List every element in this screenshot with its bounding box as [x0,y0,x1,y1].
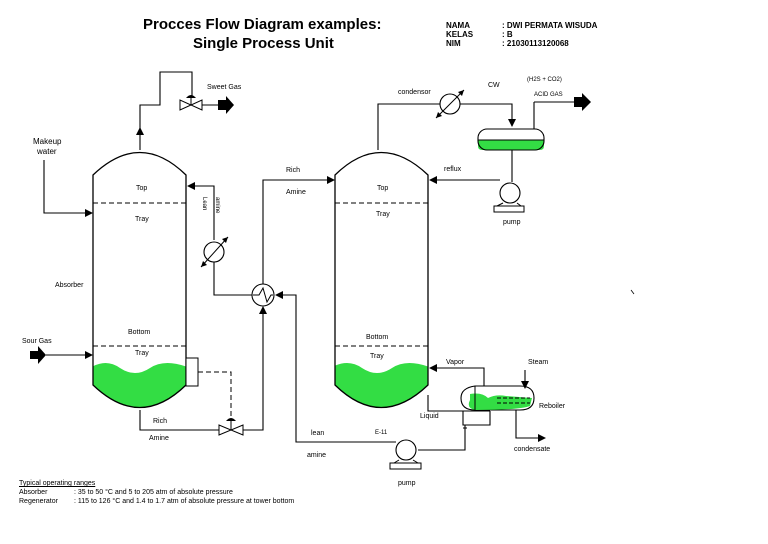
lean-bottoms-line [418,425,466,451]
lean-amine-return-line [190,185,252,296]
cw-label: CW [488,82,500,89]
condensate-to-drum-line [460,103,516,127]
reflux-pump-label: pump [503,219,521,226]
reboiler [460,385,535,411]
makeup-label-2: water [36,147,57,156]
stray-mark [630,289,635,295]
rich-top-label-1: Rich [286,167,300,174]
e11-label: E-11 [375,430,388,436]
absorber-tray-label: Tray [135,216,149,223]
nim-label: NIM [446,39,461,48]
reflux-drum [477,128,545,151]
lean-amine-pump [389,439,422,470]
reflux-label: reflux [444,166,462,173]
makeup-label-1: Makeup [33,137,62,146]
absorber-bottom-tray-label: Tray [135,350,149,357]
class-label: KELAS [446,30,474,39]
condensor-label: condensor [398,89,431,96]
absorber-range-value: : 35 to 50 °C and 5 to 205 atm of absolu… [74,489,233,496]
absorber-top-label: Top [136,185,147,192]
rich-amine-valve [218,418,244,436]
rich-top-label-2: Amine [286,189,306,196]
absorber-bottom-label: Bottom [128,329,150,336]
class-value: : B [502,30,513,39]
amine-label: amine [307,452,326,459]
absorber-label: Absorber [55,282,84,289]
rich-bottom-label-2: Amine [149,435,169,442]
nim-value: : 21030113120068 [502,39,569,48]
steam-label: Steam [528,359,548,366]
name-value: : DWI PERMATA WISUDA [502,21,598,30]
acid-gas-label: ACID GAS [534,92,563,98]
lean-amine-cooler [200,236,229,268]
regenerator-column [334,152,429,408]
absorber-range-label: Absorber [19,489,48,496]
sour-gas-arrow [30,346,46,364]
condensor [435,89,465,119]
vapor-return-line [429,364,485,386]
sweet-gas-arrow [218,96,234,114]
condensate-line [515,410,546,442]
overhead-vapor-line [377,103,440,150]
acid-gas-arrow [574,93,591,111]
regenerator-range-label: Regenerator [19,498,58,505]
sour-gas-label: Sour Gas [22,338,52,345]
liquid-label: Liquid [420,413,439,420]
lean-pump-label: pump [398,480,416,487]
regenerator-top-label: Top [377,185,388,192]
name-label: NAMA [446,21,470,30]
lean-label: lean [311,430,324,437]
vapor-label: Vapor [446,359,465,366]
level-control-loop [185,357,232,420]
lean-amine-line [275,291,396,443]
absorber-column [92,152,187,408]
diagram-title-line2: Single Process Unit [193,35,334,52]
sweet-gas-valve [179,95,203,111]
diagram-title-line1: Procces Flow Diagram examples: [143,16,382,33]
regenerator-tray-label: Tray [376,211,390,218]
rich-amine-feed-line [262,176,335,284]
liquid-to-reboiler-line [427,395,490,412]
rich-bottom-label-1: Rich [153,418,167,425]
reflux-pump [493,182,525,213]
regenerator-range-value: : 115 to 126 °C and 1.4 to 1.7 atm of ab… [74,498,295,505]
reboiler-label: Reboiler [539,403,566,410]
h2s-co2-label: (H2S + CO2) [527,77,562,83]
makeup-water-line [43,160,93,217]
regenerator-bottom-label: Bottom [366,334,388,341]
sweet-gas-label: Sweet Gas [207,84,242,91]
condensate-label: condensate [514,446,550,453]
rich-amine-line [139,308,264,431]
lean-amine-label-1: Lean [201,197,207,210]
regenerator-bottom-tray-label: Tray [370,353,384,360]
lean-amine-label-2: amine [214,197,220,214]
operating-ranges-heading: Typical operating ranges [19,480,96,487]
